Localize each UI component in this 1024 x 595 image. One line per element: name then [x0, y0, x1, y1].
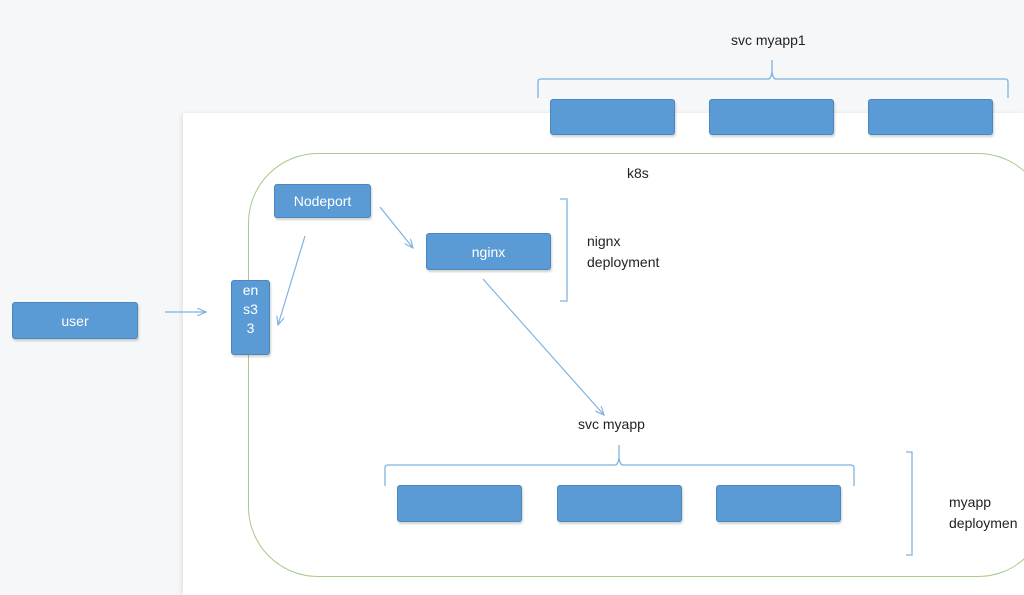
k8s-label: k8s	[627, 165, 649, 181]
ens33-label-line3: 3	[246, 320, 255, 336]
myapp-deployment-label: myapp deploymen	[949, 492, 1024, 534]
nginx-deployment-label-line1: nignx	[587, 233, 621, 249]
nginx-node-label: nginx	[471, 243, 506, 260]
myapp1-pod-2	[709, 99, 834, 135]
arrow-nginx-to-svc-myapp	[482, 278, 604, 415]
svc-myapp1-brace	[537, 60, 1009, 98]
nginx-deployment-label-line2: deployment	[587, 254, 660, 270]
nodeport-node: Nodeport	[274, 184, 371, 218]
ens33-label-line1: en	[242, 282, 259, 298]
arrow-nodeport-to-ens33	[278, 235, 306, 325]
ens33-label-line2: s3	[243, 301, 258, 317]
ens33-interface: en s3 3	[231, 280, 270, 355]
nginx-node: nginx	[426, 233, 551, 270]
myapp-pod-3	[716, 485, 841, 522]
myapp-deployment-bracket	[906, 451, 913, 556]
myapp1-pod-1	[550, 99, 675, 135]
myapp-pod-2	[557, 485, 682, 522]
myapp-deployment-label-line1: myapp	[949, 494, 992, 510]
nginx-deployment-label: nignx deployment	[587, 231, 659, 273]
svc-myapp-brace	[384, 445, 855, 486]
nodeport-node-label: Nodeport	[293, 193, 352, 209]
myapp-deployment-label-line2: deploymen	[949, 515, 1018, 531]
nginx-deployment-bracket	[560, 198, 568, 302]
svc-myapp1-label: svc myapp1	[731, 32, 806, 48]
svc-myapp-label: svc myapp	[578, 416, 645, 432]
myapp1-pod-3	[868, 99, 993, 135]
user-node: user	[12, 302, 138, 339]
user-node-label: user	[61, 312, 89, 329]
arrow-nodeport-to-nginx	[379, 206, 413, 248]
myapp-pod-1	[397, 485, 522, 522]
k8s-boundary	[248, 153, 1024, 577]
